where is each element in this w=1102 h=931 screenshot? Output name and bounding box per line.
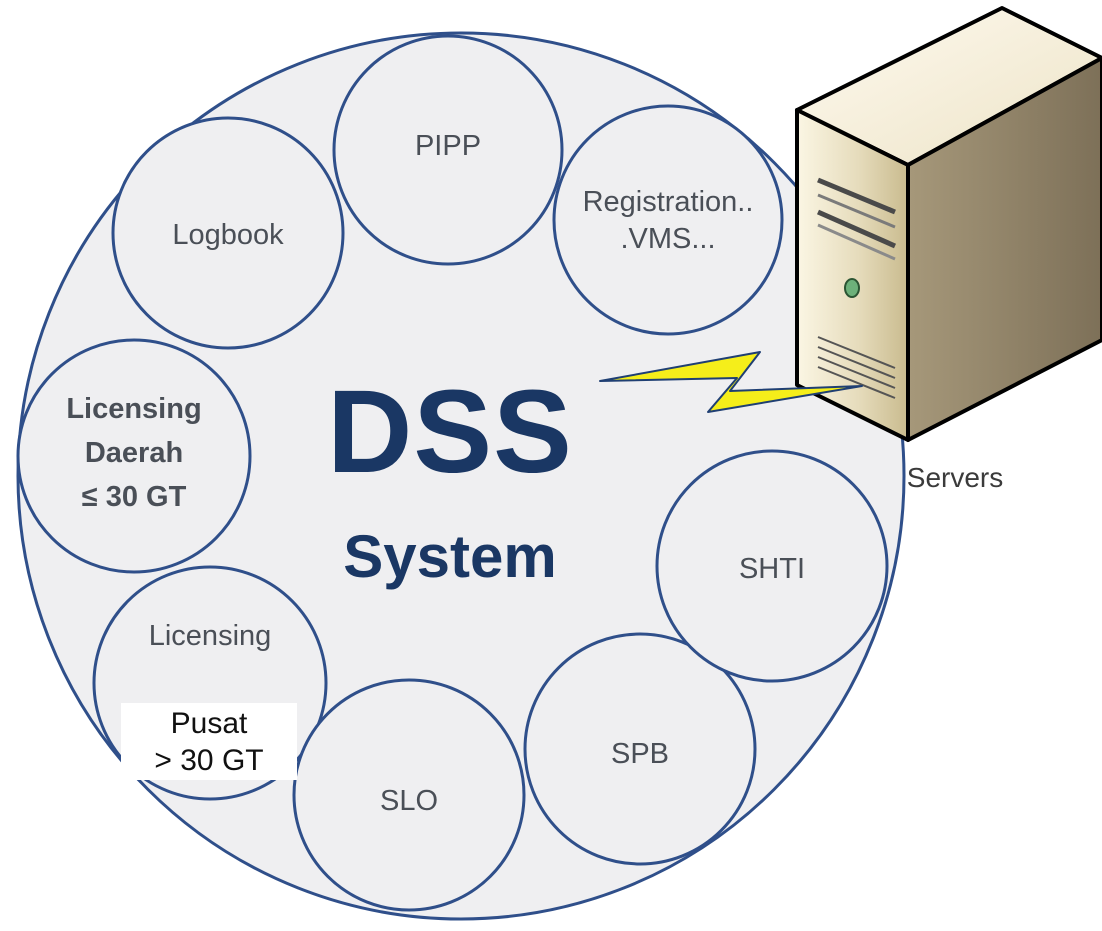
module-circle-spb: [523, 632, 757, 866]
server-icon: [795, 6, 1102, 442]
module-circle-slo: [292, 678, 526, 912]
module-label-licensing-daerah-3: ≤ 30 GT: [81, 481, 187, 513]
module-label-licensing-pusat-2: Pusat: [170, 707, 248, 740]
diagram-subtitle: System: [343, 523, 557, 590]
module-label-spb: SPB: [610, 738, 670, 770]
diagram-title: DSS: [327, 366, 573, 498]
module-circle-pipp: [332, 34, 564, 266]
module-label-slo: SLO: [379, 785, 439, 817]
module-circle-logbook: [111, 116, 345, 350]
module-label-licensing-daerah-2: Daerah: [84, 437, 184, 469]
module-circle-licensing-daerah: [16, 338, 252, 574]
module-label-logbook: Logbook: [172, 219, 284, 251]
module-label-licensing-pusat-3: > 30 GT: [154, 744, 264, 777]
module-circle-registration: [552, 104, 784, 336]
module-circle-shti: [655, 449, 889, 683]
servers-label: Servers: [906, 462, 1004, 493]
module-label-registration-1: Registration..: [582, 186, 754, 218]
lightning-bolt-icon: [599, 351, 863, 413]
licensing-pusat-text-box: Pusat > 30 GT: [121, 703, 297, 780]
module-label-licensing-daerah-1: Licensing: [66, 393, 202, 425]
module-label-registration-2: .VMS...: [620, 223, 716, 255]
module-label-shti: SHTI: [738, 553, 806, 585]
module-label-licensing-pusat-1: Licensing: [148, 620, 272, 652]
module-label-pipp: PIPP: [414, 130, 482, 162]
